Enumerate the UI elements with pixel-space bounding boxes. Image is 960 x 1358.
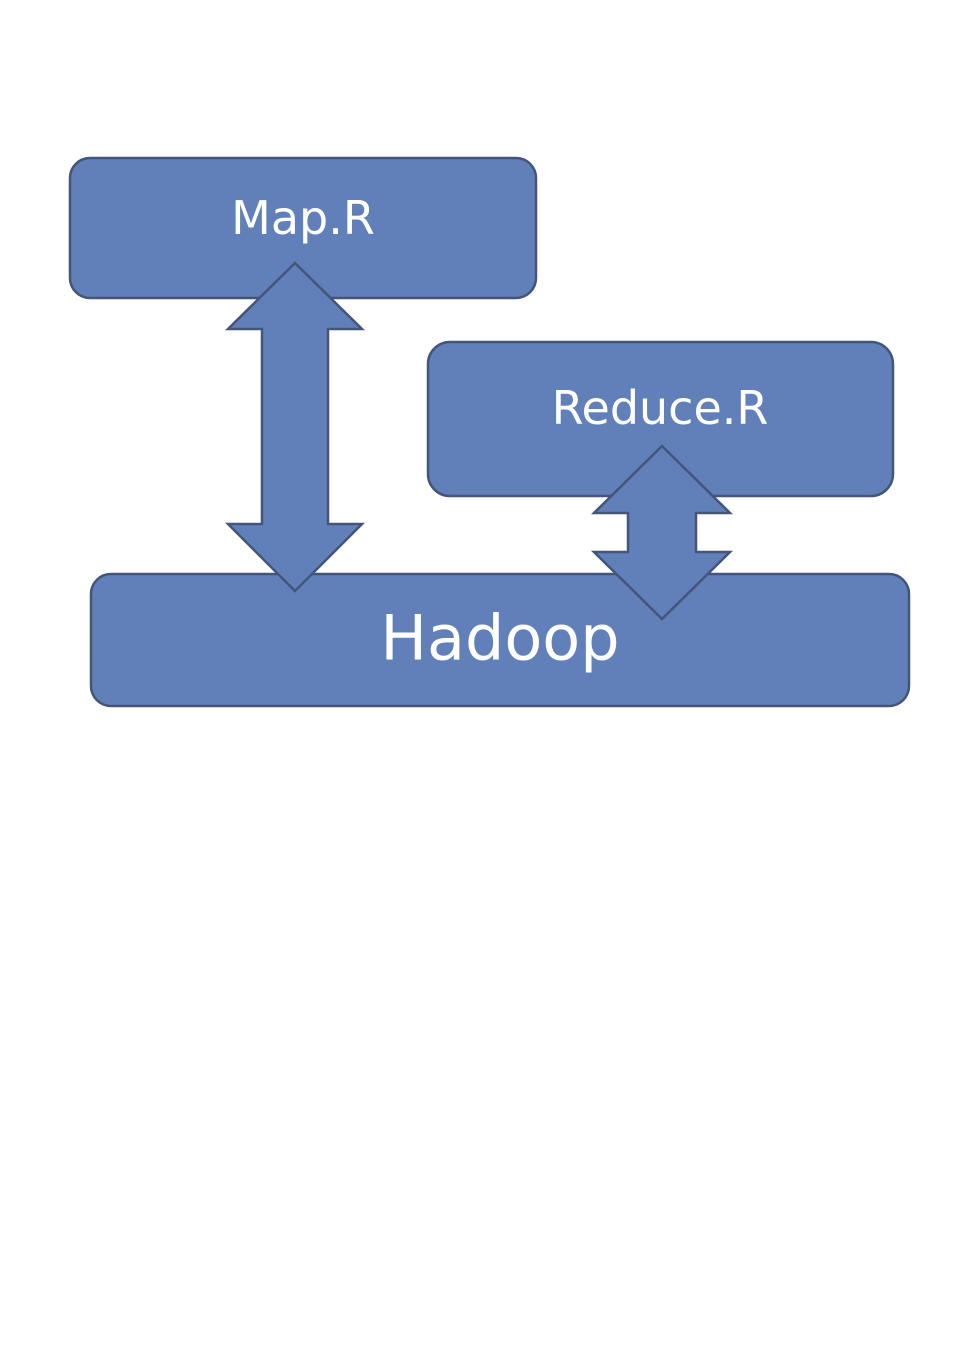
hadoop-node: Hadoop xyxy=(89,572,911,708)
reduce-hadoop-double-arrow xyxy=(590,444,734,621)
reduce-label: Reduce.R xyxy=(552,381,769,435)
hadoop-box xyxy=(89,572,911,708)
reduce-node: Reduce.R xyxy=(426,340,895,498)
map-label: Map.R xyxy=(231,191,375,245)
map-hadoop-double-arrow xyxy=(224,261,366,593)
map-node: Map.R xyxy=(68,156,538,300)
hadoop-label: Hadoop xyxy=(380,602,619,675)
